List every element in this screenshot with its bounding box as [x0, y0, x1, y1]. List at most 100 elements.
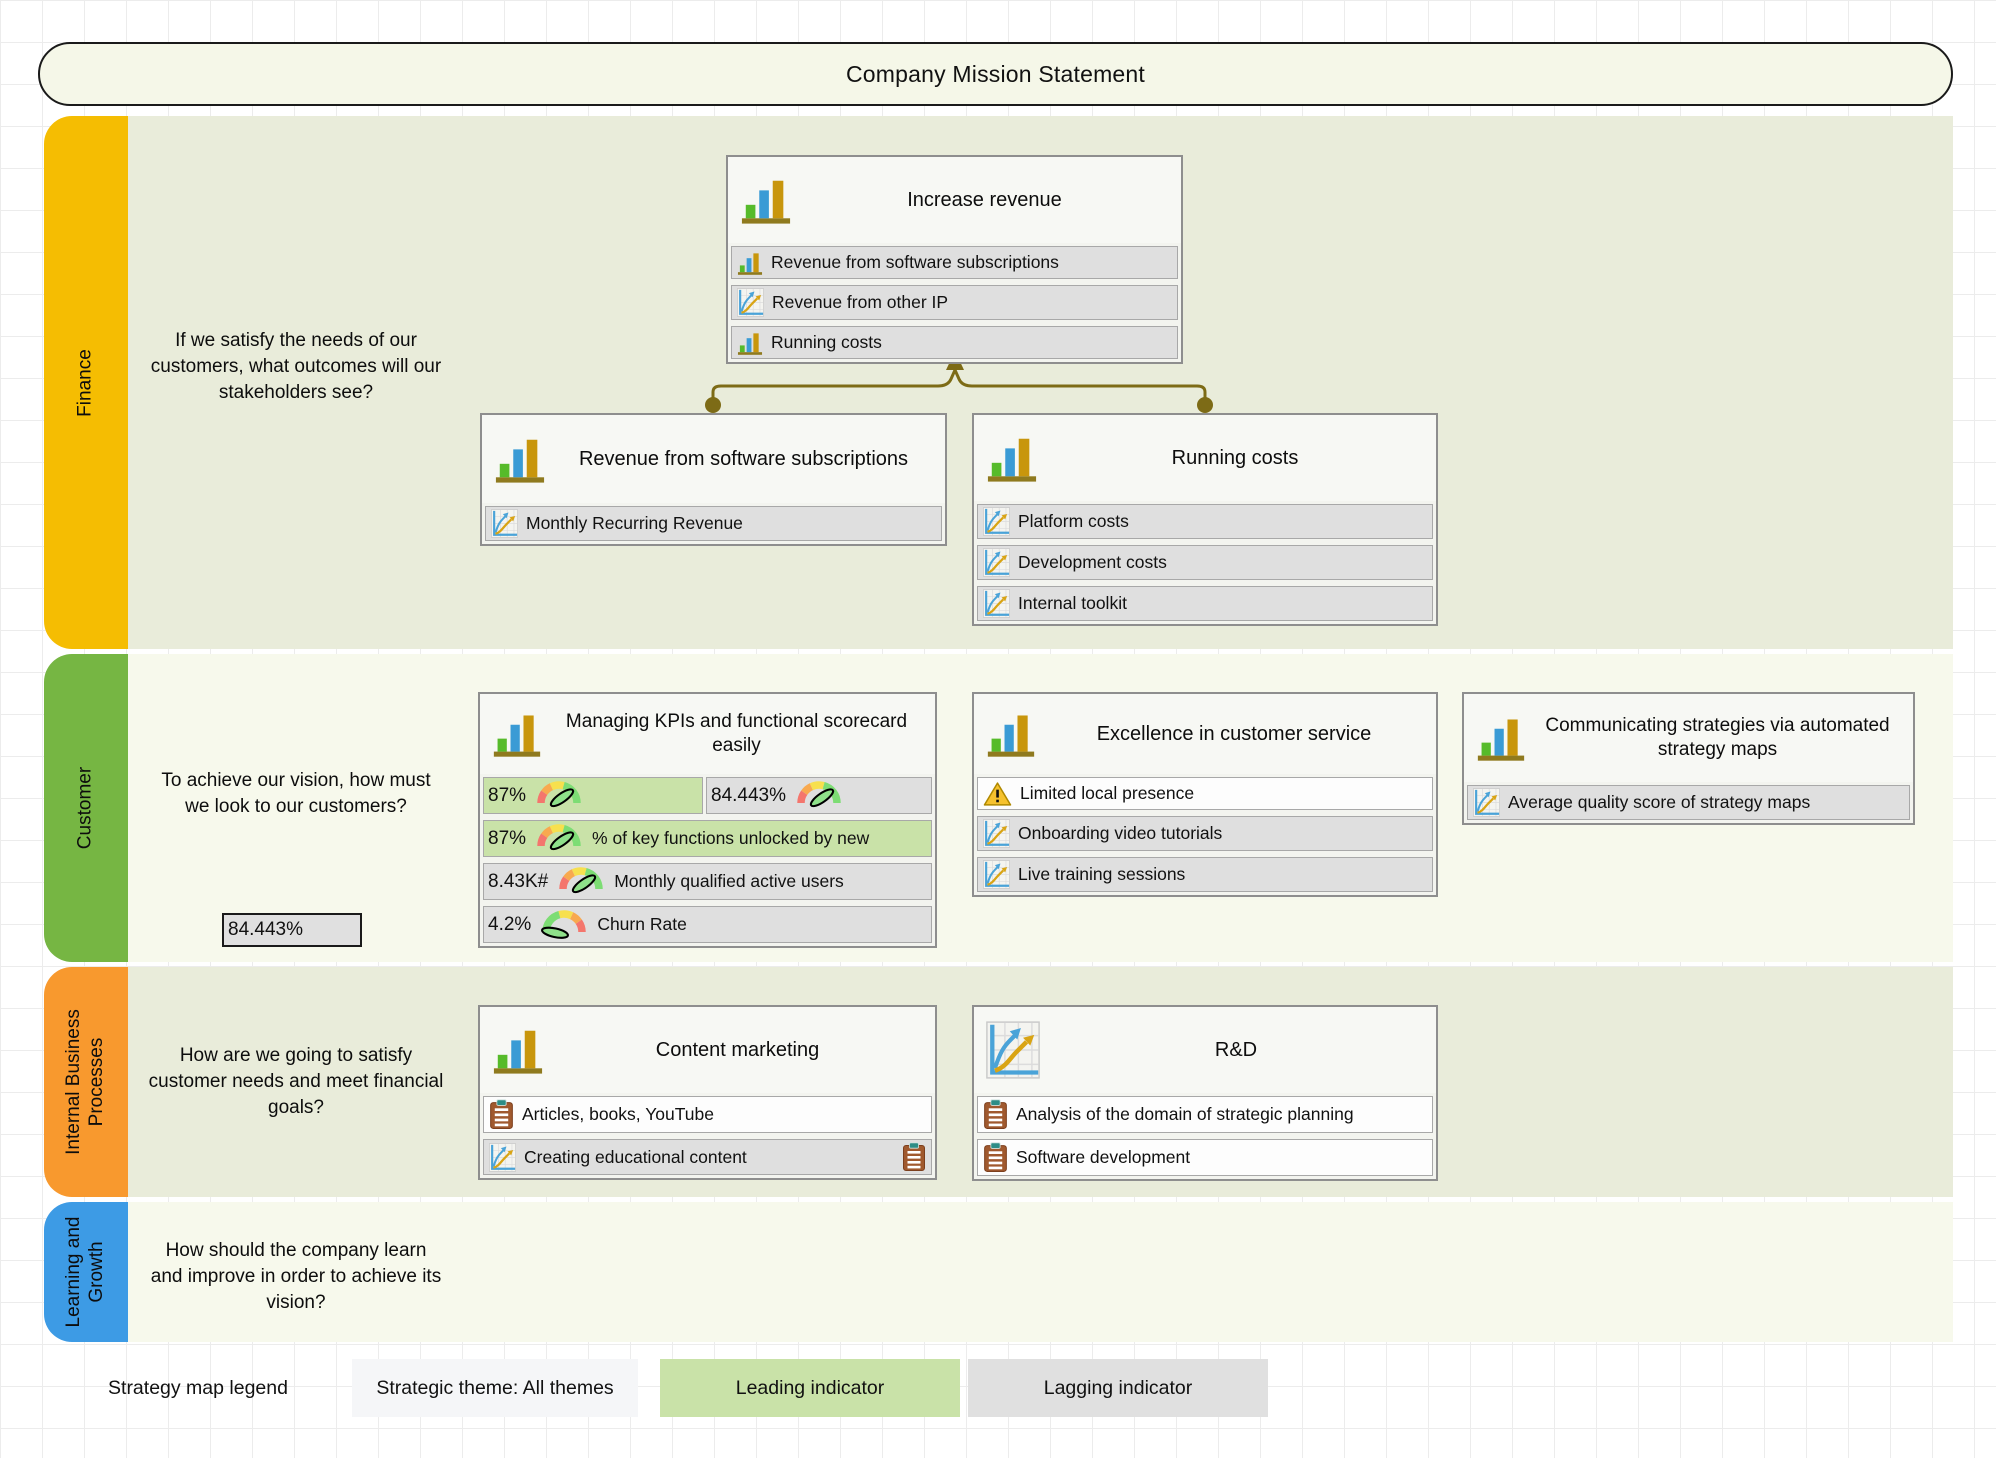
- indicator-row[interactable]: Limited local presence: [977, 777, 1433, 810]
- goal-increase-revenue-header[interactable]: Increase revenue: [728, 157, 1181, 243]
- goal-kpi-scorecard-header[interactable]: Managing KPIs and functional scorecard e…: [480, 694, 935, 774]
- goal-revenue-software[interactable]: Revenue from software subscriptions Mont…: [480, 413, 947, 546]
- goal-title: Content marketing: [655, 1038, 820, 1061]
- indicator-row[interactable]: Platform costs: [977, 504, 1433, 539]
- customer-question: To achieve our vision, how must we look …: [161, 770, 431, 818]
- gauge-icon: [792, 779, 846, 812]
- goal-increase-revenue[interactable]: Increase revenue Revenue from software s…: [726, 155, 1183, 364]
- kpi-value: 87%: [488, 784, 527, 806]
- goal-customer-service[interactable]: Excellence in customer service Limited l…: [972, 692, 1438, 897]
- indicator-label: Onboarding video tutorials: [1018, 823, 1223, 843]
- indicator-label: Development costs: [1018, 552, 1167, 572]
- bar-chart-icon: [492, 709, 542, 759]
- line-chart-icon: [1473, 788, 1500, 817]
- kpi-cell-leading[interactable]: 87%: [483, 777, 703, 814]
- goal-rnd-header[interactable]: R&D: [974, 1007, 1436, 1093]
- indicator-label: Limited local presence: [1020, 783, 1195, 803]
- customer-band-label: Customer: [44, 654, 128, 962]
- goal-content-marketing-header[interactable]: Content marketing: [480, 1007, 935, 1093]
- indicator-row[interactable]: Revenue from software subscriptions: [731, 246, 1178, 279]
- indicator-label: Revenue from other IP: [772, 292, 949, 312]
- initiative-label: Articles, books, YouTube: [522, 1104, 714, 1124]
- learning-band-label: Learning and Growth: [44, 1202, 128, 1342]
- indicator-row[interactable]: Average quality score of strategy maps: [1467, 785, 1910, 820]
- goal-title: Excellence in customer service: [1096, 722, 1372, 745]
- kpi-cell-lagging[interactable]: 84.443%: [706, 777, 932, 814]
- goal-kpi-scorecard[interactable]: Managing KPIs and functional scorecard e…: [478, 692, 937, 948]
- indicator-label: Average quality score of strategy maps: [1508, 792, 1811, 812]
- legend-leading-text: Leading indicator: [735, 1376, 885, 1399]
- warning-icon: [983, 781, 1012, 807]
- learning-question: How should the company learn and improve…: [150, 1240, 442, 1314]
- indicator-row[interactable]: Development costs: [977, 545, 1433, 580]
- indicator-label: Live training sessions: [1018, 864, 1186, 884]
- indicator-label: Monthly Recurring Revenue: [526, 513, 743, 533]
- kpi-value: 8.43K#: [488, 870, 549, 892]
- gauge-icon: [554, 865, 608, 898]
- indicator-label: Revenue from software subscriptions: [771, 252, 1059, 272]
- bar-chart-icon: [494, 433, 546, 485]
- kpi-row[interactable]: 8.43K# Monthly qualified active users: [483, 863, 932, 900]
- finance-band-label: Finance: [44, 116, 128, 649]
- kpi-value-chip[interactable]: 84.443%: [222, 913, 362, 947]
- indicator-row[interactable]: Creating educational content: [483, 1139, 932, 1175]
- bar-chart-icon: [986, 432, 1038, 484]
- customer-band-label-text: Customer: [74, 766, 96, 850]
- indicator-label: Running costs: [771, 332, 882, 352]
- kpi-row[interactable]: 4.2% Churn Rate: [483, 906, 932, 943]
- clipboard-icon: [489, 1099, 514, 1130]
- goal-running-costs[interactable]: Running costs Platform costs Development…: [972, 413, 1438, 626]
- goal-title: Revenue from software subscriptions: [578, 447, 909, 470]
- indicator-label: Platform costs: [1018, 511, 1129, 531]
- indicator-row[interactable]: Running costs: [731, 326, 1178, 359]
- goal-title: R&D: [1214, 1038, 1258, 1061]
- initiative-row[interactable]: Software development: [977, 1139, 1433, 1176]
- finance-question: If we satisfy the needs of our customers…: [150, 330, 442, 404]
- goal-title: Communicating strategies via automated s…: [1545, 715, 1890, 760]
- line-chart-icon: [983, 589, 1010, 618]
- clipboard-icon: [983, 1142, 1008, 1173]
- goal-customer-service-header[interactable]: Excellence in customer service: [974, 694, 1436, 774]
- goal-rnd[interactable]: R&D Analysis of the domain of strategic …: [972, 1005, 1438, 1181]
- goal-title: Managing KPIs and functional scorecard e…: [565, 711, 908, 756]
- clipboard-icon: [902, 1142, 926, 1172]
- learning-band-label-text: Learning and Growth: [63, 1216, 107, 1328]
- kpi-value: 84.443%: [711, 784, 787, 806]
- kpi-row[interactable]: 87% % of key functions unlocked by new: [483, 820, 932, 857]
- bar-chart-icon: [986, 709, 1036, 759]
- legend-theme-chip: Strategic theme: All themes: [352, 1359, 638, 1417]
- legend-title: Strategy map legend: [108, 1377, 288, 1399]
- indicator-row[interactable]: Onboarding video tutorials: [977, 816, 1433, 851]
- line-chart-icon: [983, 860, 1010, 889]
- goal-title: Running costs: [1171, 446, 1299, 469]
- initiative-row[interactable]: Articles, books, YouTube: [483, 1096, 932, 1133]
- initiative-label: Software development: [1016, 1147, 1191, 1167]
- kpi-label: Monthly qualified active users: [614, 871, 844, 891]
- goal-communicating-strategies[interactable]: Communicating strategies via automated s…: [1462, 692, 1915, 825]
- kpi-label: % of key functions unlocked by new: [592, 828, 870, 848]
- legend-theme-text: Strategic theme: All themes: [376, 1376, 614, 1399]
- indicator-row[interactable]: Monthly Recurring Revenue: [485, 506, 942, 541]
- internal-band-label: Internal Business Processes: [44, 967, 128, 1197]
- page-title: Company Mission Statement: [845, 60, 1145, 87]
- goal-running-costs-header[interactable]: Running costs: [974, 415, 1436, 501]
- goal-content-marketing[interactable]: Content marketing Articles, books, YouTu…: [478, 1005, 937, 1180]
- finance-band-label-text: Finance: [74, 348, 96, 417]
- indicator-row[interactable]: Internal toolkit: [977, 586, 1433, 621]
- bar-chart-icon: [1476, 713, 1526, 763]
- goal-communicating-strategies-header[interactable]: Communicating strategies via automated s…: [1464, 694, 1913, 782]
- line-chart-icon: [489, 1143, 516, 1172]
- indicator-row[interactable]: Revenue from other IP: [731, 285, 1178, 320]
- kpi-value: 87%: [488, 827, 527, 849]
- line-chart-icon: [983, 507, 1010, 536]
- initiative-row[interactable]: Analysis of the domain of strategic plan…: [977, 1096, 1433, 1133]
- legend-leading-chip: Leading indicator: [660, 1359, 960, 1417]
- kpi-label: Churn Rate: [597, 914, 687, 934]
- bar-chart-icon: [492, 1024, 544, 1076]
- indicator-label: Internal toolkit: [1018, 593, 1127, 613]
- line-chart-icon: [986, 1021, 1040, 1079]
- goal-revenue-software-header[interactable]: Revenue from software subscriptions: [482, 415, 945, 503]
- indicator-row[interactable]: Live training sessions: [977, 857, 1433, 892]
- clipboard-icon: [983, 1099, 1008, 1130]
